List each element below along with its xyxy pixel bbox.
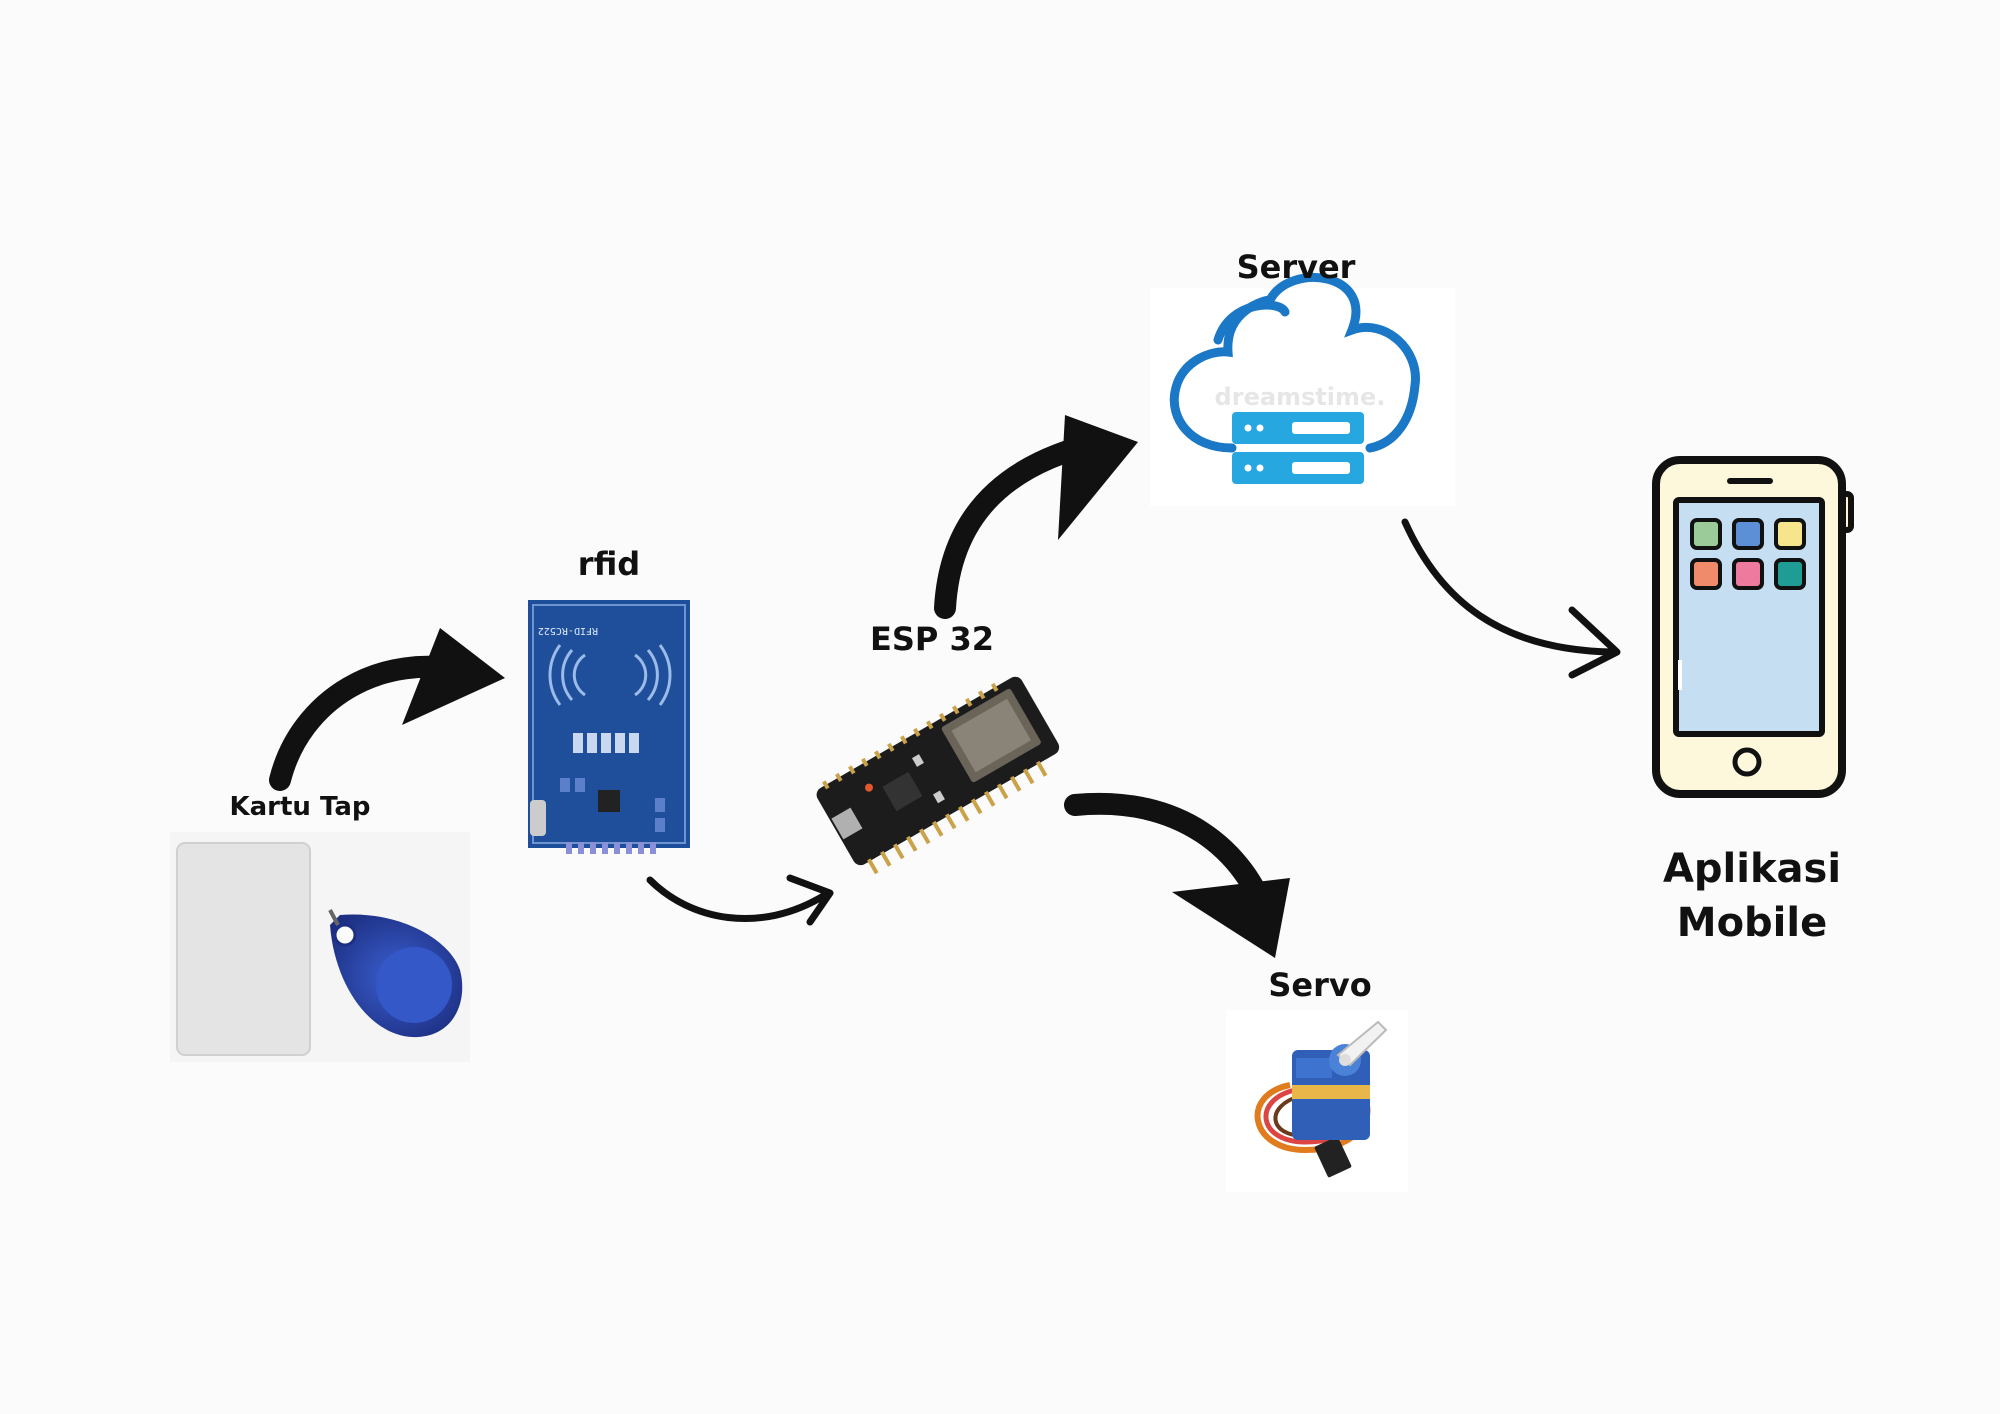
- arrow-server-to-mobile: [1401, 518, 1621, 679]
- rfid-board-text: RFID-RC522: [538, 625, 598, 636]
- arrow-esp32-to-servo: [1064, 792, 1290, 958]
- esp32-label: ESP 32: [869, 620, 995, 658]
- mobile-label: Aplikasi Mobile: [1663, 842, 1841, 950]
- esp32-board-icon: [816, 676, 1060, 875]
- watermark-text: dreamstime.: [1215, 383, 1386, 411]
- rfid-module-icon: RFID-RC522: [528, 600, 690, 854]
- server-label: Server: [1236, 248, 1356, 286]
- arrow-esp32-to-server: [934, 415, 1138, 619]
- rfid-label: rfid: [577, 545, 641, 583]
- arrow-card-to-rfid: [269, 628, 505, 791]
- cloud-server-icon: dreamstime.: [1150, 273, 1455, 506]
- arrow-rfid-to-esp32: [646, 874, 834, 926]
- smartphone-icon: [1652, 456, 1854, 798]
- mobile-label-line2: Mobile: [1676, 900, 1828, 946]
- servo-label: Servo: [1268, 966, 1372, 1004]
- mobile-label-line1: Aplikasi: [1662, 846, 1842, 892]
- kartu-tap-label: Kartu Tap: [229, 792, 371, 822]
- servo-icon: [1226, 1010, 1408, 1192]
- keyfob-icon: [328, 909, 463, 1038]
